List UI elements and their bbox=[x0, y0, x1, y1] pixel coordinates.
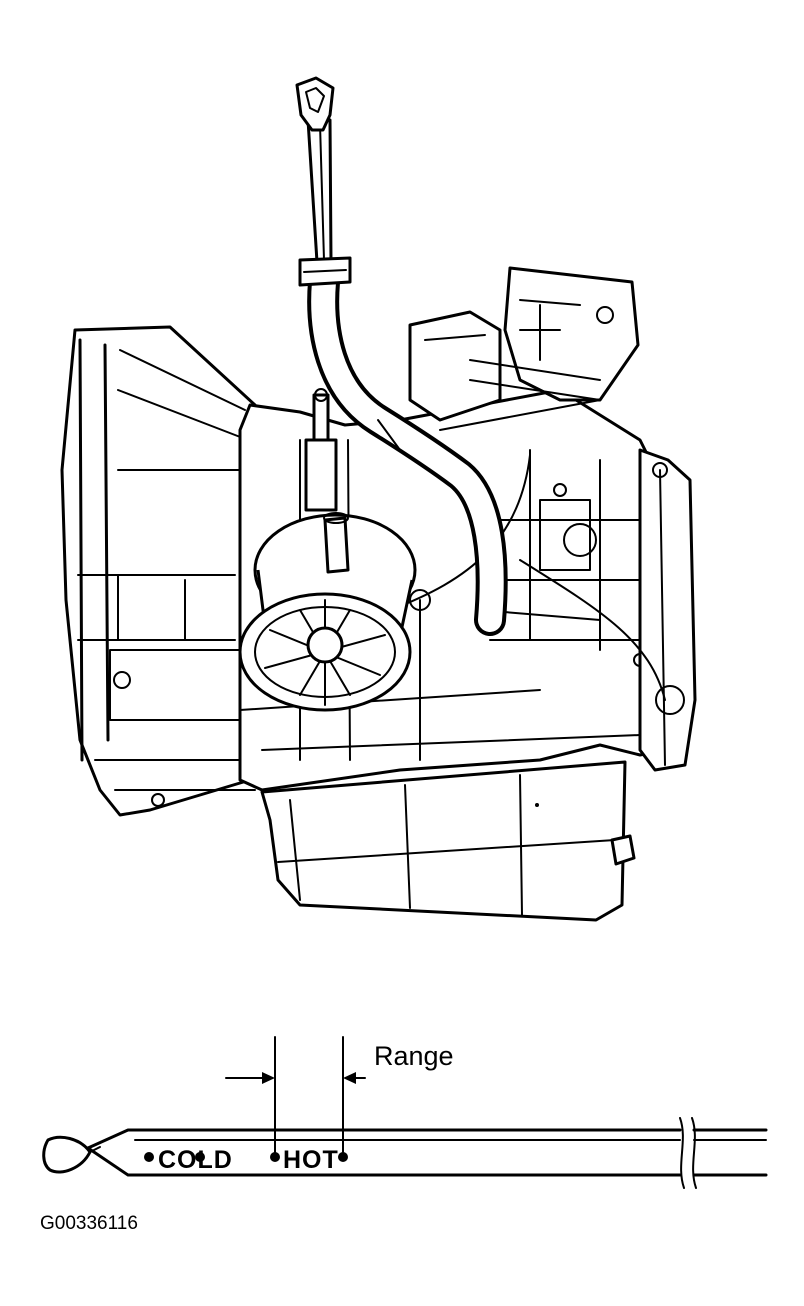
cold-dot-left bbox=[144, 1152, 154, 1162]
dipstick-handle bbox=[295, 76, 352, 287]
range-indicator bbox=[225, 1036, 366, 1153]
blade-break-symbol bbox=[679, 1117, 697, 1189]
cold-dot-right bbox=[195, 1152, 205, 1162]
hot-dot-right bbox=[338, 1152, 348, 1162]
end-cover bbox=[638, 448, 697, 772]
oil-pan bbox=[260, 760, 636, 922]
pump-pulley bbox=[238, 512, 417, 712]
cold-mark-label: COLD bbox=[158, 1146, 233, 1174]
transmission-illustration bbox=[60, 76, 697, 922]
hot-dot-left bbox=[270, 1152, 280, 1162]
bell-housing bbox=[60, 325, 257, 817]
linkage-rod bbox=[304, 388, 338, 512]
hot-mark-label: HOT bbox=[283, 1146, 339, 1174]
range-label: Range bbox=[374, 1041, 454, 1071]
upper-bracket bbox=[408, 266, 640, 431]
dipstick-tube bbox=[307, 266, 508, 636]
dipstick-detail: COLD HOT Range bbox=[42, 1036, 768, 1189]
figure-id: G00336116 bbox=[40, 1213, 138, 1234]
